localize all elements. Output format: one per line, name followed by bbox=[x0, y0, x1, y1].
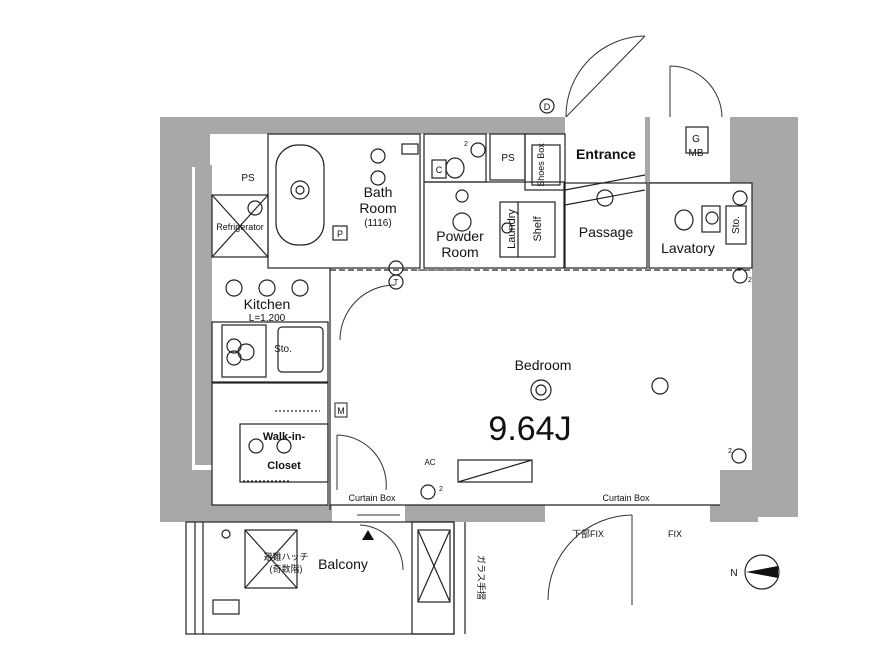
small-2-label-c: 2 bbox=[728, 448, 732, 455]
compass bbox=[744, 554, 780, 590]
laundry-label: Laundry bbox=[506, 209, 518, 249]
small-2-label-b: 2 bbox=[748, 277, 752, 284]
bath-label-line1: Bath bbox=[364, 184, 393, 200]
small-2-label-a: 2 bbox=[464, 141, 468, 148]
kitchen-size-label: L=1,200 bbox=[249, 313, 286, 324]
shoes-box-label: Shoes Box bbox=[536, 143, 546, 187]
curtain-box-label-2: Curtain Box bbox=[602, 493, 650, 503]
sto-label-lavatory: Sto. bbox=[731, 216, 742, 234]
ac-label: AC bbox=[424, 458, 435, 467]
t-label: T bbox=[394, 278, 399, 287]
glass-rail-label: ガラス手摺 bbox=[476, 555, 487, 600]
fix-label: FIX bbox=[668, 529, 682, 539]
g-label: G bbox=[692, 134, 700, 145]
doors bbox=[336, 35, 723, 605]
walkin-label-line2: Closet bbox=[267, 460, 301, 472]
hatch-label-line1: 避難ハッチ bbox=[263, 551, 308, 562]
walkin-label-line1: Walk-in- bbox=[263, 431, 306, 443]
partitions bbox=[185, 126, 753, 635]
passage-label: Passage bbox=[579, 224, 634, 240]
bath-label-line2: Room bbox=[359, 200, 396, 216]
entrance-label: Entrance bbox=[576, 146, 636, 162]
curtain-box-label-1: Curtain Box bbox=[348, 493, 396, 503]
bath-size-label: (1116) bbox=[364, 218, 391, 229]
p-label: P bbox=[337, 229, 343, 239]
mb-label: MB bbox=[689, 148, 704, 159]
fixtures bbox=[221, 98, 748, 539]
powder-label-line2: Room bbox=[441, 244, 478, 260]
m-label: M bbox=[337, 406, 345, 416]
kitchen-label: Kitchen bbox=[244, 296, 291, 312]
ps-label-1: PS bbox=[241, 173, 255, 184]
balcony-label: Balcony bbox=[318, 556, 368, 572]
sto-label-kitchen: Sto. bbox=[274, 344, 292, 355]
bedroom-area-label: 9.64J bbox=[488, 410, 571, 448]
ps-label-2: PS bbox=[501, 153, 515, 164]
refrigerator-label: Refrigerator bbox=[216, 222, 264, 232]
powder-label-line1: Powder bbox=[436, 228, 484, 244]
hatch-label-line2: (奇数階) bbox=[270, 563, 303, 574]
lavatory-label: Lavatory bbox=[661, 240, 715, 256]
d-label: D bbox=[544, 102, 551, 112]
fix-lower-label: 下部FIX bbox=[572, 528, 604, 539]
compass-n-label: N bbox=[730, 568, 737, 579]
bedroom-label: Bedroom bbox=[515, 357, 572, 373]
c-label: C bbox=[436, 165, 443, 175]
shelf-label: Shelf bbox=[532, 216, 544, 242]
small-2-label-d: 2 bbox=[439, 486, 443, 493]
